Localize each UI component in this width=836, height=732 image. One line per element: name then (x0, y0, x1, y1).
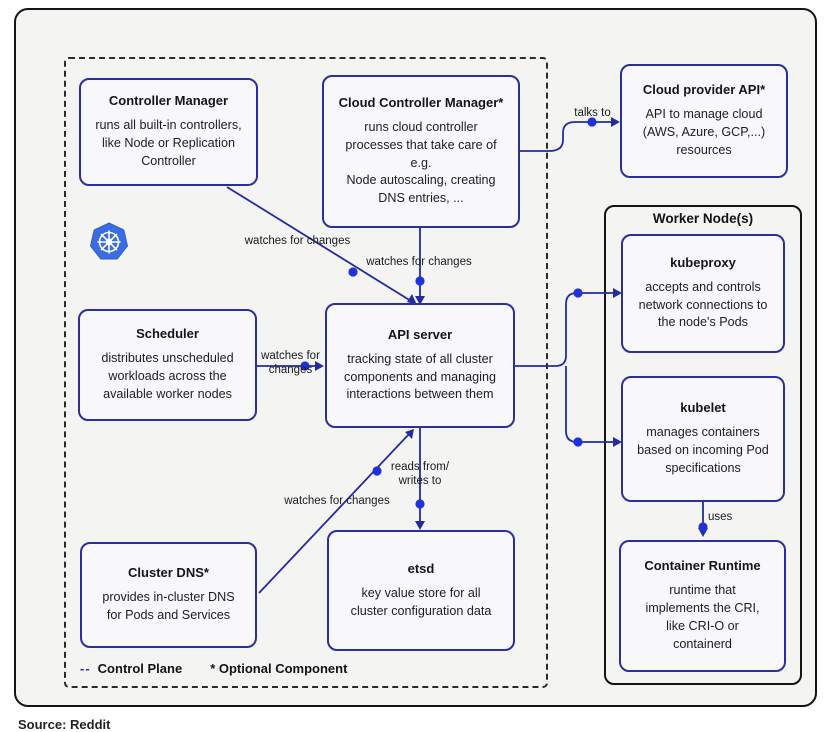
node-body: runtime that implements the CRI, like CR… (645, 583, 760, 651)
node-title: Controller Manager (108, 93, 229, 109)
node-title: etsd (407, 560, 435, 576)
node-body: accepts and controls network connections… (638, 279, 768, 330)
node-kubeproxy: kubeproxy accepts and controls network c… (621, 234, 785, 353)
node-scheduler: Scheduler distributes unscheduled worklo… (78, 309, 257, 421)
edge-label-uses: uses (708, 511, 733, 523)
node-body: distributes unscheduled workloads across… (101, 351, 234, 401)
node-body: tracking state of all cluster components… (344, 351, 496, 402)
node-title: Scheduler (136, 326, 199, 342)
node-body: runs all built-in controllers, like Node… (95, 118, 242, 168)
node-body: runs cloud controller processes that tak… (345, 119, 497, 206)
node-title: Container Runtime (644, 558, 761, 574)
worker-node-group (604, 205, 802, 685)
node-cloud-controller-manager: Cloud Controller Manager* runs cloud con… (322, 75, 520, 228)
diagram-legend: -- Control Plane * Optional Component (80, 661, 347, 676)
node-title: Cluster DNS* (128, 565, 209, 581)
legend-dash-swatch: -- (80, 661, 91, 676)
source-caption: Source: Reddit (18, 717, 111, 732)
node-title: kubeproxy (670, 254, 736, 270)
node-api-server: API server tracking state of all cluster… (325, 303, 515, 428)
node-etsd: etsd key value store for all cluster con… (327, 530, 515, 651)
edge-label-ccm-watches: watches for changes (366, 256, 472, 268)
kubernetes-logo-icon (89, 222, 129, 260)
worker-node-title: Worker Node(s) (652, 211, 754, 226)
node-body: provides in-cluster DNS for Pods and Ser… (102, 590, 235, 622)
control-plane-region (64, 57, 548, 688)
node-title: kubelet (680, 400, 726, 416)
node-title: API server (387, 326, 453, 342)
node-body: key value store for all cluster configur… (350, 585, 492, 618)
node-container-runtime: Container Runtime runtime that implement… (619, 540, 786, 672)
legend-optional-component: * Optional Component (210, 661, 348, 676)
node-controller-manager: Controller Manager runs all built-in con… (79, 78, 258, 186)
edge-label-talks-to: talks to (574, 107, 611, 119)
edge-label-reads-writes: reads from/ writes to (390, 461, 450, 488)
edge-label-scheduler-watches: watches for changes (261, 350, 320, 377)
edge-label-cm-watches: watches for changes (244, 235, 351, 247)
legend-control-plane-label: Control Plane (97, 661, 183, 676)
node-body: API to manage cloud (AWS, Azure, GCP,...… (642, 107, 766, 157)
node-cluster-dns: Cluster DNS* provides in-cluster DNS for… (80, 542, 257, 648)
node-kubelet: kubelet manages containers based on inco… (621, 376, 785, 502)
node-cloud-provider-api: Cloud provider API* API to manage cloud … (620, 64, 788, 178)
legend-control-plane: -- Control Plane (80, 661, 182, 676)
node-body: manages containers based on incoming Pod… (637, 425, 769, 475)
node-title: Cloud Controller Manager* (338, 94, 504, 110)
node-title: Cloud provider API* (642, 82, 766, 98)
edge-label-dns-watches: watches for changes (284, 495, 390, 507)
